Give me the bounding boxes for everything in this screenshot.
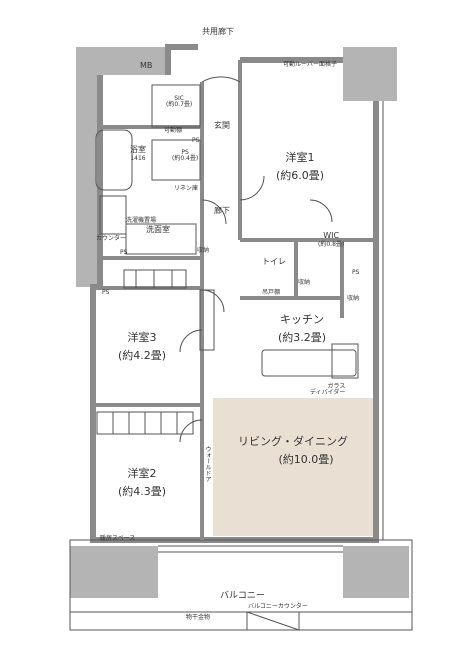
ps-4-label: PS bbox=[352, 269, 360, 276]
roka-label: 廊下 bbox=[214, 206, 230, 215]
bath-name: 浴室 bbox=[130, 145, 146, 154]
ldk-name: リビング・ダイニング bbox=[238, 435, 348, 448]
toilet-label: トイレ bbox=[262, 257, 286, 266]
thin-walls bbox=[95, 84, 359, 379]
ps-2-label: PS bbox=[120, 249, 128, 256]
sic-name: SIC bbox=[174, 95, 184, 102]
column-bottom-right bbox=[343, 546, 409, 598]
glass-divider: ディバイダー bbox=[310, 389, 346, 396]
counter-label: カウンター bbox=[96, 235, 127, 242]
ldk-floor bbox=[213, 398, 373, 536]
bath-label: 浴室 1416 bbox=[130, 146, 146, 162]
room-ldk: リビング・ダイニング (約10.0畳) bbox=[238, 436, 348, 465]
ps-name: PS bbox=[181, 149, 189, 156]
doors bbox=[179, 76, 333, 443]
yoshitsu1-name: 洋室1 bbox=[285, 151, 315, 164]
room-yoshitsu3: 洋室3 (約4.2畳) bbox=[118, 332, 166, 361]
room-yoshitsu1: 洋室1 (約6.0畳) bbox=[276, 152, 324, 181]
yoshitsu1-size: (約6.0畳) bbox=[276, 169, 325, 182]
yoshitsu3-size: (約4.2畳) bbox=[118, 349, 167, 362]
washer-label: 洗濯機置場 bbox=[126, 217, 157, 224]
closet-marks bbox=[96, 269, 194, 435]
common-corridor-label: 共用廊下 bbox=[202, 27, 234, 36]
balcony-counter-box bbox=[246, 611, 300, 631]
ps-1-label: PS bbox=[192, 137, 200, 144]
walldoor-label: ウォールドア bbox=[204, 446, 211, 482]
heating-space-label: 暖房スペース bbox=[100, 535, 136, 542]
column-top-right bbox=[343, 47, 397, 101]
balcony-counter-label: バルコニーカウンター bbox=[248, 603, 308, 610]
yoshitsu3-name: 洋室3 bbox=[127, 331, 157, 344]
genkan-label: 玄関 bbox=[214, 121, 230, 130]
interior-walls bbox=[93, 60, 376, 540]
shelf-label: 可動棚 bbox=[164, 127, 183, 134]
wic-label: WIC (約0.8畳) bbox=[318, 232, 344, 248]
kitchen-name: キッチン bbox=[280, 313, 325, 326]
balcony-sash bbox=[158, 545, 343, 553]
shuno-2-label: 収納 bbox=[298, 279, 311, 286]
shuno-1-label: 収納 bbox=[197, 247, 210, 254]
mb-label: MB bbox=[140, 61, 153, 70]
balcony-counter-cross bbox=[246, 611, 300, 631]
balcony-label: バルコニー bbox=[220, 591, 265, 601]
wic-size: (約0.8畳) bbox=[318, 241, 345, 248]
wic-name: WIC bbox=[323, 231, 340, 240]
yoshitsu2-name: 洋室2 bbox=[127, 467, 157, 480]
ps-3-label: PS bbox=[102, 289, 110, 296]
senmen-label: 洗面室 bbox=[146, 225, 170, 234]
room-kitchen: キッチン (約3.2畳) bbox=[278, 314, 326, 343]
column-bottom-left bbox=[70, 546, 158, 598]
shuno-3-label: 収納 bbox=[347, 295, 360, 302]
louver-label: 可動ルーバー面格子 bbox=[283, 61, 337, 68]
glass-name: ガラス bbox=[327, 383, 346, 390]
room-yoshitsu2: 洋室2 (約4.3畳) bbox=[118, 468, 166, 497]
outer-walls bbox=[90, 44, 379, 543]
hanging-cabinet-label: 吊戸棚 bbox=[262, 289, 281, 296]
yoshitsu2-size: (約4.3畳) bbox=[118, 485, 167, 498]
ps-size: (約0.4畳) bbox=[172, 155, 199, 162]
kitchen-size: (約3.2畳) bbox=[278, 331, 327, 344]
linen-label: リネン庫 bbox=[174, 185, 199, 192]
sic-label: SIC (約0.7畳) bbox=[166, 96, 192, 108]
bath-size: 1416 bbox=[130, 155, 146, 162]
outer-lines bbox=[69, 101, 413, 631]
glass-label: ガラス ディバイダー bbox=[310, 384, 345, 396]
sic-size: (約0.7畳) bbox=[166, 101, 193, 108]
ldk-size: (約10.0畳) bbox=[278, 453, 334, 466]
drying-hardware-label: 物干金物 bbox=[186, 614, 211, 621]
ps-label: PS (約0.4畳) bbox=[172, 150, 198, 162]
